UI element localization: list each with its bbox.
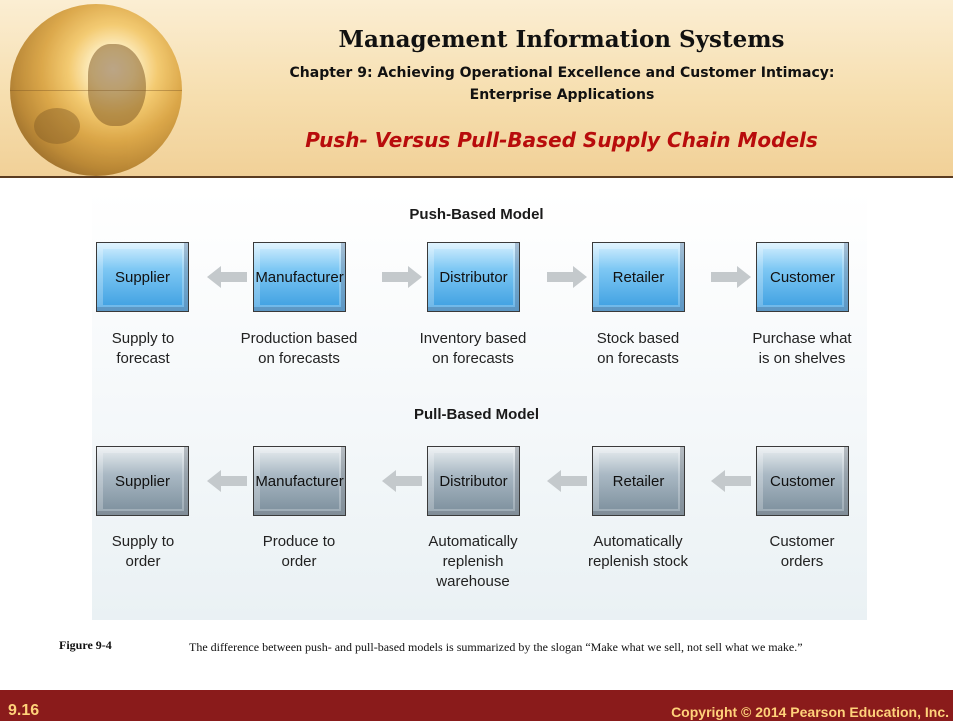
pull-model-title: Pull-Based Model xyxy=(413,406,540,423)
header-divider xyxy=(0,176,953,178)
push-node-customer: Customer xyxy=(756,242,849,312)
push-node-supplier: Supplier xyxy=(96,242,189,312)
pull-node-manufacturer: Manufacturer xyxy=(253,446,346,516)
pull-node-distributor: Distributor xyxy=(427,446,520,516)
pull-node-supplier: Supplier xyxy=(96,446,189,516)
arrow-right-icon xyxy=(547,266,587,288)
slide-number: 9.16 xyxy=(8,702,40,719)
push-node-distributor: Distributor xyxy=(427,242,520,312)
course-title: Management Information Systems xyxy=(338,26,785,53)
pull-node-customer: Customer xyxy=(756,446,849,516)
slide-header: Management Information Systems Chapter 9… xyxy=(0,0,953,178)
copyright-notice: Copyright © 2014 Pearson Education, Inc. xyxy=(671,704,949,720)
pull-node-retailer: Retailer xyxy=(592,446,685,516)
push-node-retailer: Retailer xyxy=(592,242,685,312)
arrow-left-icon xyxy=(382,470,422,492)
arrow-left-icon xyxy=(207,266,247,288)
figure-caption: The difference between push- and pull-ba… xyxy=(189,640,803,654)
push-model-title: Push-Based Model xyxy=(409,206,544,223)
arrow-left-icon xyxy=(711,470,751,492)
arrow-right-icon xyxy=(382,266,422,288)
arrow-right-icon xyxy=(711,266,751,288)
globe-image xyxy=(10,4,182,176)
arrow-left-icon xyxy=(547,470,587,492)
push-node-manufacturer: Manufacturer xyxy=(253,242,346,312)
arrow-left-icon xyxy=(207,470,247,492)
slide-heading: Push- Versus Pull-Based Supply Chain Mod… xyxy=(305,128,818,152)
slide-footer: 9.16 Copyright © 2014 Pearson Education,… xyxy=(0,690,953,721)
figure-label: Figure 9-4 xyxy=(59,638,112,652)
chapter-subtitle: Chapter 9: Achieving Operational Excelle… xyxy=(289,65,835,103)
